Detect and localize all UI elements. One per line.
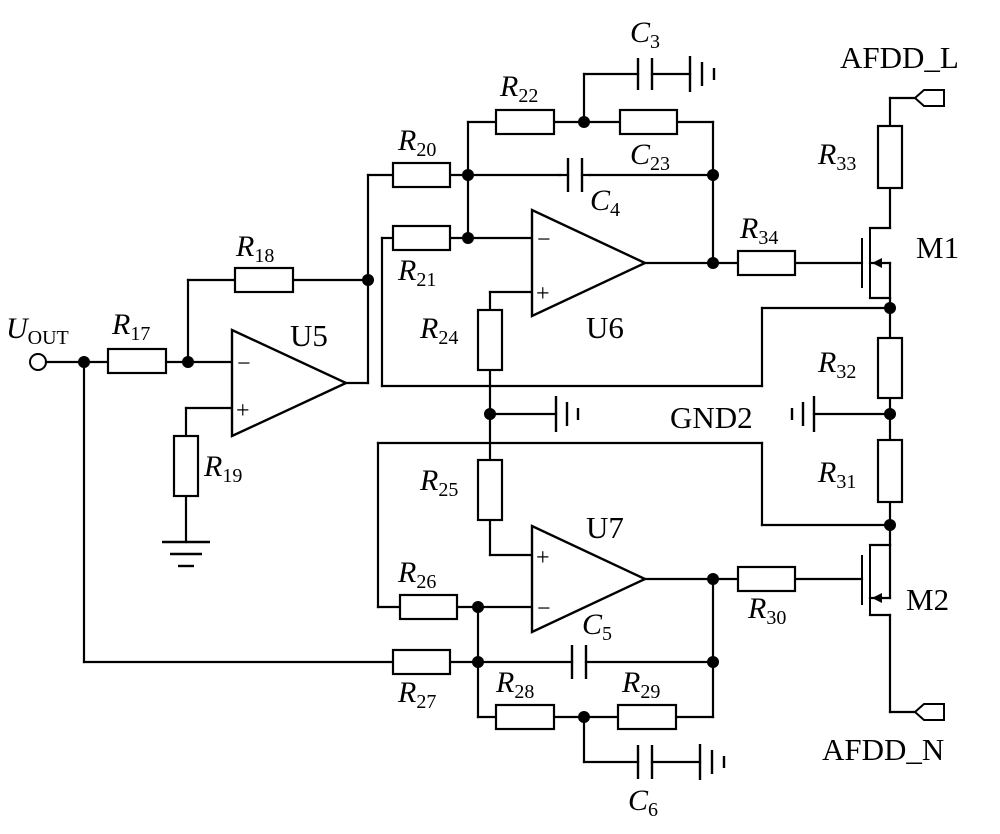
r21-label: R21 — [397, 254, 436, 291]
capacitor-c5-symbol — [570, 645, 588, 679]
resistor-r33-body — [876, 124, 904, 190]
resistors — [106, 108, 904, 731]
resistor-r25-body — [476, 458, 504, 522]
ground-c3-icon — [688, 56, 716, 92]
resistor-r32-body — [876, 336, 904, 400]
u6-label: U6 — [586, 310, 624, 345]
capacitor-c4-symbol — [558, 158, 592, 192]
resistor-r29-body — [616, 703, 678, 731]
ground-gnd2-icon — [790, 396, 816, 432]
r34-label: R34 — [739, 212, 778, 249]
r33-label: R33 — [817, 138, 856, 175]
u5-minus-sign: − — [237, 351, 251, 377]
opamps — [230, 208, 648, 634]
junction-dots — [78, 116, 896, 723]
opamp-u7-body — [530, 524, 648, 634]
resistor-r19-body — [172, 434, 200, 498]
c3-label: C3 — [630, 16, 660, 53]
u6-minus-sign: − — [537, 227, 551, 253]
r17-label: R17 — [111, 308, 150, 345]
terminals — [29, 89, 945, 721]
afdd-n-terminal-icon — [913, 703, 945, 721]
afdd-l-terminal-icon — [913, 89, 945, 107]
m2-label: M2 — [906, 582, 949, 617]
resistor-r18-body — [233, 266, 295, 294]
r23-label: C23 — [630, 138, 670, 175]
u5-plus-sign: + — [236, 398, 250, 424]
afdd-l-label: AFDD_L — [840, 40, 959, 75]
opamp-u6-body — [530, 208, 648, 318]
input-label: UOUT — [6, 312, 69, 349]
resistor-r27-body — [391, 648, 452, 676]
u6-plus-sign: + — [536, 281, 550, 307]
r24-label: R24 — [419, 312, 458, 349]
resistor-r23-body — [618, 108, 679, 136]
resistor-r28-body — [494, 703, 556, 731]
capacitors — [558, 58, 654, 779]
m1-label: M1 — [916, 230, 959, 265]
afdd-n-label: AFDD_N — [822, 732, 944, 767]
u7-label: U7 — [586, 510, 624, 545]
capacitor-c3-symbol — [636, 58, 654, 90]
transistor-m1-symbol — [861, 226, 892, 300]
r18-label: R18 — [235, 230, 274, 267]
r29-label: R29 — [621, 666, 660, 703]
ground-r19-icon — [162, 540, 210, 568]
r19-label: R19 — [203, 450, 242, 487]
u7-plus-sign: + — [536, 545, 550, 571]
resistor-r21-body — [391, 224, 452, 252]
r22-label: R22 — [499, 70, 538, 107]
r28-label: R28 — [495, 666, 534, 703]
gnd2-label: GND2 — [670, 400, 753, 435]
r27-label: R27 — [397, 676, 436, 713]
r25-label: R25 — [419, 464, 458, 501]
resistor-r24-body — [476, 308, 504, 372]
input-terminal-icon — [29, 353, 47, 371]
u5-label: U5 — [290, 318, 328, 353]
opamp-u5-body — [230, 328, 349, 438]
resistor-r22-body — [494, 108, 556, 136]
resistor-r20-body — [391, 161, 452, 189]
u7-minus-sign: − — [537, 596, 551, 622]
ground-c6-icon — [698, 744, 726, 780]
c5-label: C5 — [582, 608, 612, 645]
r31-label: R31 — [817, 456, 856, 493]
resistor-r17-body — [106, 347, 168, 375]
r32-label: R32 — [817, 346, 856, 383]
r20-label: R20 — [397, 124, 436, 161]
r26-label: R26 — [397, 556, 436, 593]
resistor-r34-body — [736, 249, 797, 277]
c4-label: C4 — [590, 184, 620, 221]
r30-label: R30 — [747, 592, 786, 629]
resistor-r26-body — [398, 593, 459, 621]
c6-label: C6 — [628, 784, 658, 821]
transistor-m2-symbol — [861, 543, 892, 617]
resistor-r31-body — [876, 438, 904, 504]
capacitor-c6-symbol — [636, 745, 654, 779]
ground-symbols — [162, 56, 816, 780]
resistor-r30-body — [736, 565, 797, 593]
ground-center-icon — [554, 396, 580, 432]
